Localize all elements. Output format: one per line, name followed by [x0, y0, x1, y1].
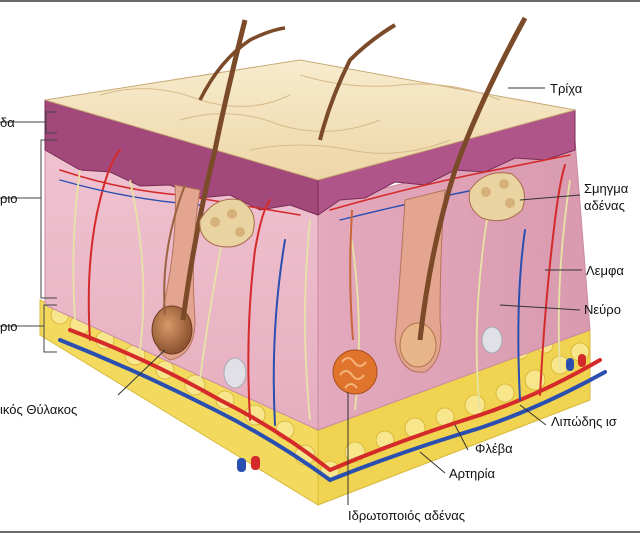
sebaceous-gland-left [199, 198, 255, 248]
sebaceous-gland-right [468, 172, 525, 222]
label-nerve: Νεύρο [584, 302, 621, 317]
label-dermis: ριο [0, 191, 18, 206]
label-sebaceous-gland-2: αδένας [584, 198, 625, 213]
label-hair-follicle: ικός Θύλακος [0, 402, 78, 417]
label-epidermis: δα [0, 115, 15, 130]
label-sweat-gland: Ιδρωτοποιός αδένας [348, 508, 466, 523]
skin-surface-texture [99, 74, 501, 154]
leader-lines [117, 87, 582, 505]
bottom-frame-line [0, 531, 640, 533]
top-frame-line [0, 0, 640, 2]
pacinian-corpuscle-left [223, 357, 247, 389]
label-vein: Φλέβα [475, 441, 513, 456]
pacinian-corpuscle-right [481, 326, 503, 354]
hair-shaft-middle [318, 23, 397, 141]
layer-bracket [0, 111, 57, 353]
hair-follicle-left [151, 19, 248, 361]
hair-shaft-small [198, 26, 286, 101]
label-adipose: Λιπώδης ισ [551, 414, 617, 429]
label-hair: Τρίχα [550, 81, 583, 96]
vessel-stubs [237, 354, 586, 472]
label-artery: Αρτηρία [449, 466, 496, 481]
sweat-gland [332, 209, 378, 395]
label-hypodermis: ριο [0, 319, 18, 334]
label-sebaceous-gland-1: Σμηγμα [584, 181, 629, 196]
label-lymph: Λεμφα [586, 263, 624, 278]
hair-follicle-right [394, 16, 528, 373]
